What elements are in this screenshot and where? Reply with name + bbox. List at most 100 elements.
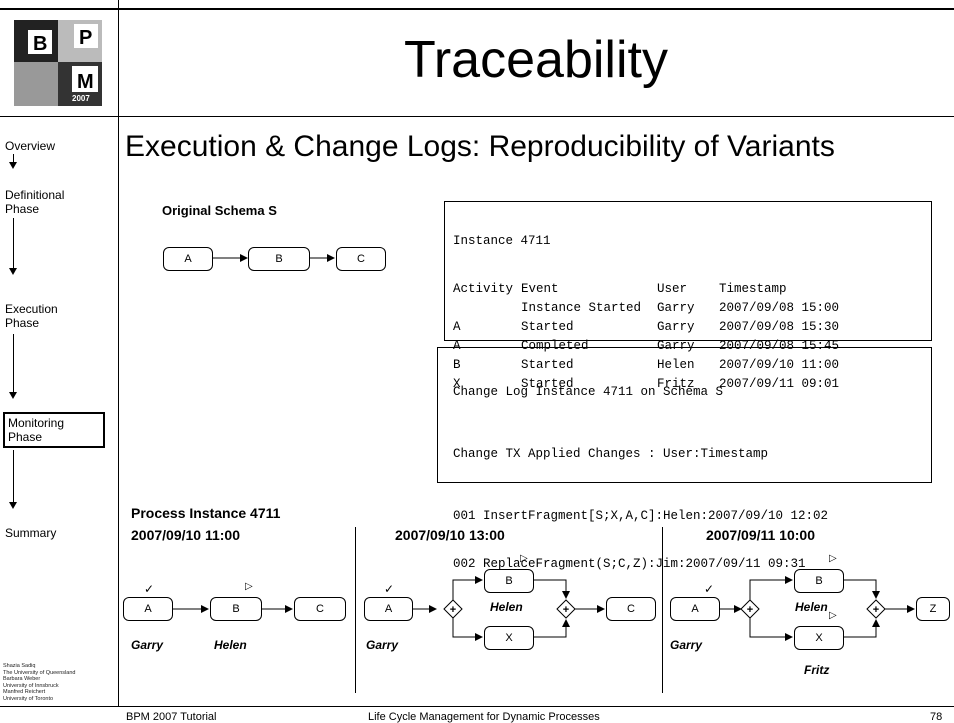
table-row: B Started Helen 2007/09/10 11:00 [453, 355, 845, 374]
cell-timestamp: 2007/09/08 15:45 [719, 338, 840, 353]
column-header: Event [521, 281, 559, 296]
nav-connector [13, 154, 14, 162]
nav-arrow-icon [9, 162, 17, 169]
nav-item-overview[interactable]: Overview [5, 139, 56, 153]
and-gateway-icon [443, 599, 463, 619]
nav-arrow-icon [9, 268, 17, 275]
table-row: A Completed Garry 2007/09/08 15:45 [453, 336, 845, 355]
snap2-user-helen: Helen [490, 600, 523, 614]
cell-activity: A [453, 319, 461, 334]
snap2-user-garry: Garry [366, 638, 399, 652]
completed-check-icon: ✓ [144, 582, 155, 596]
page-number: 78 [930, 711, 943, 723]
snap3-user-helen: Helen [795, 600, 828, 614]
table-row: X Started Fritz 2007/09/11 09:01 [453, 374, 845, 393]
nav-connector [13, 334, 14, 392]
snap1-node-a: A [123, 597, 173, 621]
credit-line: Barbara Weber [3, 676, 41, 682]
nav-connector [13, 450, 14, 502]
slide-subtitle: Execution & Change Logs: Reproducibility… [125, 130, 835, 163]
snap3-user-garry: Garry [670, 638, 703, 652]
schema-node-b: B [248, 247, 310, 271]
snap1-node-c: C [294, 597, 346, 621]
snapshot-time-3: 2007/09/11 10:00 [706, 527, 815, 543]
snap3-node-z: Z [916, 597, 950, 621]
column-header: User [657, 281, 688, 296]
title-rule [118, 116, 954, 117]
footer-left: BPM 2007 Tutorial [126, 711, 217, 723]
table-row: A Started Garry 2007/09/08 15:30 [453, 317, 845, 336]
change-log-entry: 001 InsertFragment[S;X,A,C]:Helen:2007/0… [453, 509, 829, 523]
footer-center: Life Cycle Management for Dynamic Proces… [368, 711, 600, 723]
cell-timestamp: 2007/09/08 15:30 [719, 319, 840, 334]
and-gateway-symbol: + [450, 604, 456, 616]
column-header: Timestamp [719, 281, 787, 296]
credit-line: University of Toronto [3, 695, 54, 702]
snap2-node-x: X [484, 626, 534, 650]
credit-line: Manfred Reichert [3, 689, 46, 695]
schema-node-c: C [336, 247, 386, 271]
and-gateway-symbol: + [563, 604, 569, 616]
nav-item-definitional[interactable]: Definitional Phase [5, 188, 65, 216]
header-rule [0, 8, 954, 10]
cell-activity: A [453, 338, 461, 353]
nav-item-execution[interactable]: Execution Phase [5, 302, 58, 330]
cell-user: Fritz [657, 376, 695, 391]
running-marker-icon: ▷ [829, 553, 837, 564]
cell-event: Instance Started [521, 300, 642, 315]
snap3-node-x: X [794, 626, 844, 650]
completed-check-icon: ✓ [704, 582, 715, 596]
snap1-user-garry: Garry [131, 638, 164, 652]
table-row: Instance Started Garry 2007/09/08 15:00 [453, 298, 845, 317]
credit-line: The University of Queensland [3, 669, 76, 676]
change-log: Change Log Instance 4711 on Schema S Cha… [437, 347, 932, 571]
cell-timestamp: 2007/09/08 15:00 [719, 300, 840, 315]
cell-timestamp: 2007/09/11 09:01 [719, 376, 840, 391]
table-header-row: Activity Event User Timestamp [453, 279, 845, 298]
snap3-user-fritz: Fritz [804, 663, 830, 677]
snap2-node-b: B [484, 569, 534, 593]
bpm-logo-graphic: B P M 2007 [14, 20, 102, 106]
execution-log-table: Activity Event User Timestamp Instance S… [453, 279, 845, 393]
and-gateway-symbol: + [747, 604, 753, 616]
nav-arrow-icon [9, 502, 17, 509]
cell-event: Started [521, 357, 574, 372]
logo-year: 2007 [72, 94, 90, 103]
snap2-node-a: A [364, 597, 413, 621]
schema-node-a: A [163, 247, 213, 271]
snap1-node-b: B [210, 597, 262, 621]
cell-user: Garry [657, 338, 695, 353]
and-gateway-symbol: + [873, 604, 879, 616]
snap2-node-c: C [606, 597, 656, 621]
logo-letter-p: P [79, 27, 92, 49]
snap3-node-b: B [794, 569, 844, 593]
credit-line: University of Innsbruck [3, 682, 59, 689]
nav-item-summary[interactable]: Summary [5, 526, 57, 540]
running-marker-icon: ▷ [520, 553, 528, 564]
and-gateway-icon [740, 599, 760, 619]
snapshot-time-2: 2007/09/10 13:00 [395, 527, 505, 543]
cell-activity: B [453, 357, 461, 372]
nav-connector [13, 218, 14, 268]
schema-label: Original Schema S [162, 203, 277, 218]
snapshot-time-1: 2007/09/10 11:00 [131, 527, 240, 543]
change-log-header: Change TX Applied Changes : User:Timesta… [453, 447, 769, 461]
snapshot-divider [355, 527, 356, 693]
credit-line: Shazia Sadiq [3, 663, 36, 669]
and-gateway-icon [556, 599, 576, 619]
cell-timestamp: 2007/09/10 11:00 [719, 357, 840, 372]
logo-letter-b: B [33, 33, 47, 55]
snap1-user-helen: Helen [214, 638, 247, 652]
nav-item-monitoring-active[interactable]: Monitoring Phase [3, 412, 105, 448]
cell-activity: X [453, 376, 461, 391]
snap3-node-a: A [670, 597, 720, 621]
running-marker-icon: ▷ [829, 610, 837, 621]
change-log-entry: 002 ReplaceFragment(S;C,Z):Jim:2007/09/1… [453, 557, 806, 571]
snapshot-divider [662, 527, 663, 693]
change-log-title: Change Log Instance 4711 on Schema S [453, 385, 724, 399]
process-instance-label: Process Instance 4711 [131, 505, 281, 521]
sidebar-divider [118, 116, 119, 706]
page-title: Traceability [404, 31, 668, 89]
original-schema-diagram [213, 254, 335, 262]
column-header: Activity [453, 281, 514, 296]
